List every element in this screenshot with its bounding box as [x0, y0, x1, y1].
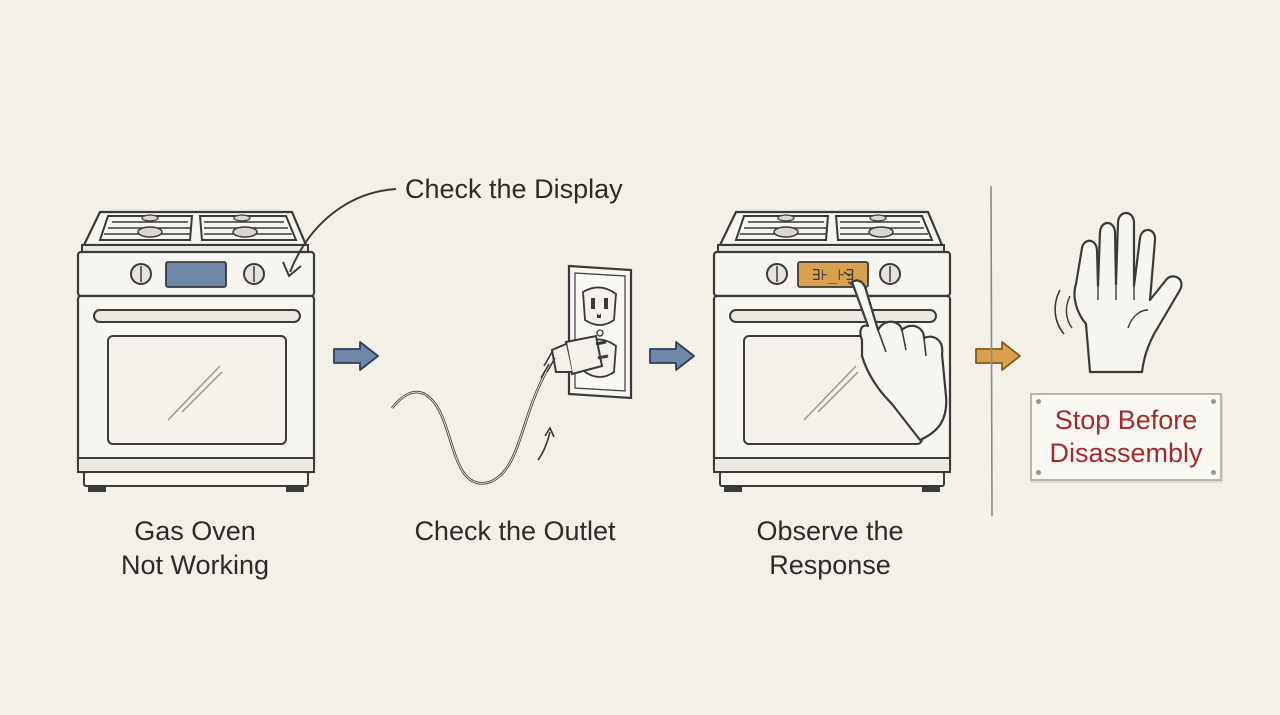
oven-display [165, 261, 227, 288]
wall-outlet-icon [567, 264, 633, 400]
step-label-line: Observe the [756, 516, 904, 546]
flow-arrow-icon [333, 341, 379, 371]
sign-screw [1211, 470, 1216, 475]
flow-arrow-icon [649, 341, 695, 371]
sign-screw [1036, 399, 1041, 404]
stop-before-disassembly-sign: Stop Before Disassembly [1030, 393, 1222, 481]
callout-arrow-icon [282, 188, 397, 277]
warning-arrow-icon [975, 341, 1021, 371]
power-plug-icon [390, 334, 609, 485]
step-label-line: Gas Oven [134, 516, 256, 546]
sign-screw [1211, 399, 1216, 404]
sign-screw [1036, 470, 1041, 475]
step-label-line: Not Working [120, 550, 270, 580]
section-divider [990, 185, 993, 517]
stop-sign-line: Stop Before [1054, 405, 1198, 435]
step-label-check-outlet: Check the Outlet [395, 514, 635, 548]
pointing-hand-icon [843, 271, 948, 442]
step-label-observe-response: Observe the Response [730, 514, 930, 582]
step-label-line: Check the Outlet [414, 516, 616, 546]
check-display-callout: Check the Display [405, 174, 623, 204]
stop-sign-line: Disassembly [1049, 438, 1203, 468]
gas-oven-icon [76, 210, 316, 494]
gas-oven-icon [712, 210, 952, 494]
step-label-gas-oven: Gas Oven Not Working [95, 514, 295, 582]
oven-display-readout: ∃⊦_⊦∃ [812, 266, 855, 284]
step-label-line: Response [769, 550, 891, 580]
oven-display [797, 261, 869, 288]
raised-hand-icon [1054, 211, 1183, 374]
